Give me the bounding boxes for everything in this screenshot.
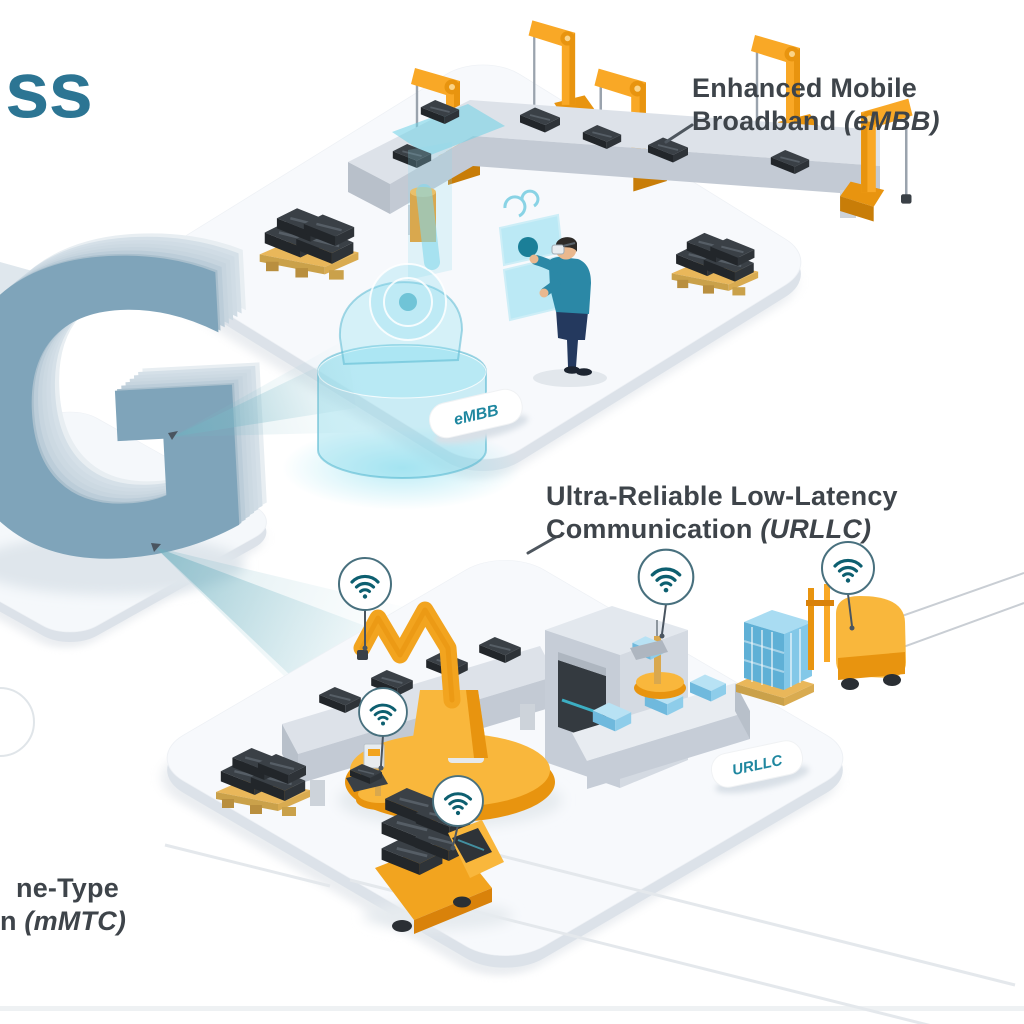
embb-label: Enhanced Mobile Broadband (eMBB): [692, 72, 940, 138]
wifi-icon: [357, 686, 409, 771]
embb-label-line2: Broadband (eMBB): [692, 106, 940, 136]
edge-arc: [0, 687, 35, 757]
blue-pallet-stack: [736, 610, 814, 706]
title-fragment: ss: [5, 45, 93, 134]
wifi-icon: [337, 556, 393, 651]
wifi-icon: [820, 540, 876, 631]
urllc-badge: URLLC: [710, 740, 810, 794]
tug-agv: [363, 786, 513, 934]
mmtc-label: ne-Type n (mMTC): [0, 872, 126, 938]
wifi-icon: [431, 774, 485, 851]
urllc-label-line1: Ultra-Reliable Low-Latency: [546, 481, 898, 511]
bottom-band: [0, 1006, 1024, 1011]
conveyor-belt-right: [572, 674, 750, 789]
wifi-icon: [637, 548, 695, 639]
urllc-label-line2: Communication (URLLC): [546, 514, 872, 544]
urllc-abbr: (URLLC): [760, 514, 872, 544]
mmtc-abbr: (mMTC): [24, 906, 127, 936]
embb-connector: [664, 123, 694, 144]
embb-abbr: (eMBB): [844, 106, 940, 136]
urllc-connector: [526, 535, 558, 555]
g-platform: [0, 411, 267, 648]
forklift-agv: [806, 584, 906, 690]
embb-label-line1: Enhanced Mobile: [692, 73, 918, 103]
urllc-label: Ultra-Reliable Low-Latency Communication…: [546, 480, 898, 546]
vr-headset: [551, 242, 576, 255]
mmtc-label-line2: n (mMTC): [0, 906, 127, 936]
embb-badge: eMBB: [429, 388, 529, 444]
five-fragment: [0, 262, 36, 352]
small-robot: [630, 620, 686, 699]
signal-beam-top: [168, 330, 370, 440]
mmtc-label-line1: ne-Type: [16, 873, 119, 903]
worker: [529, 237, 607, 387]
